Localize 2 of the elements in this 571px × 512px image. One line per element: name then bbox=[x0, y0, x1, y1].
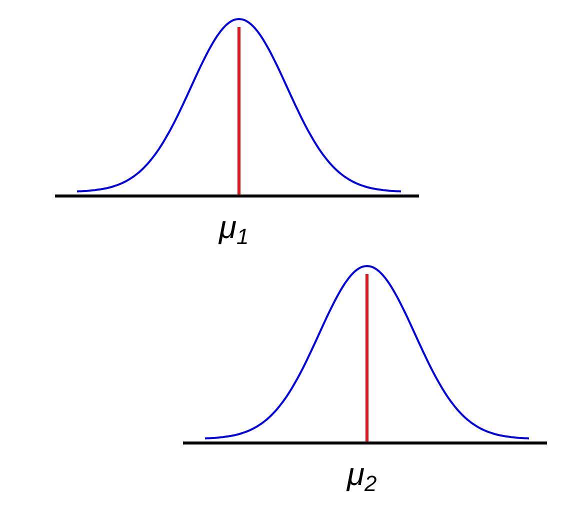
mean-label: μ$_{1}$ bbox=[219, 210, 249, 244]
mean-label: μ$_{2}$ bbox=[347, 457, 377, 491]
